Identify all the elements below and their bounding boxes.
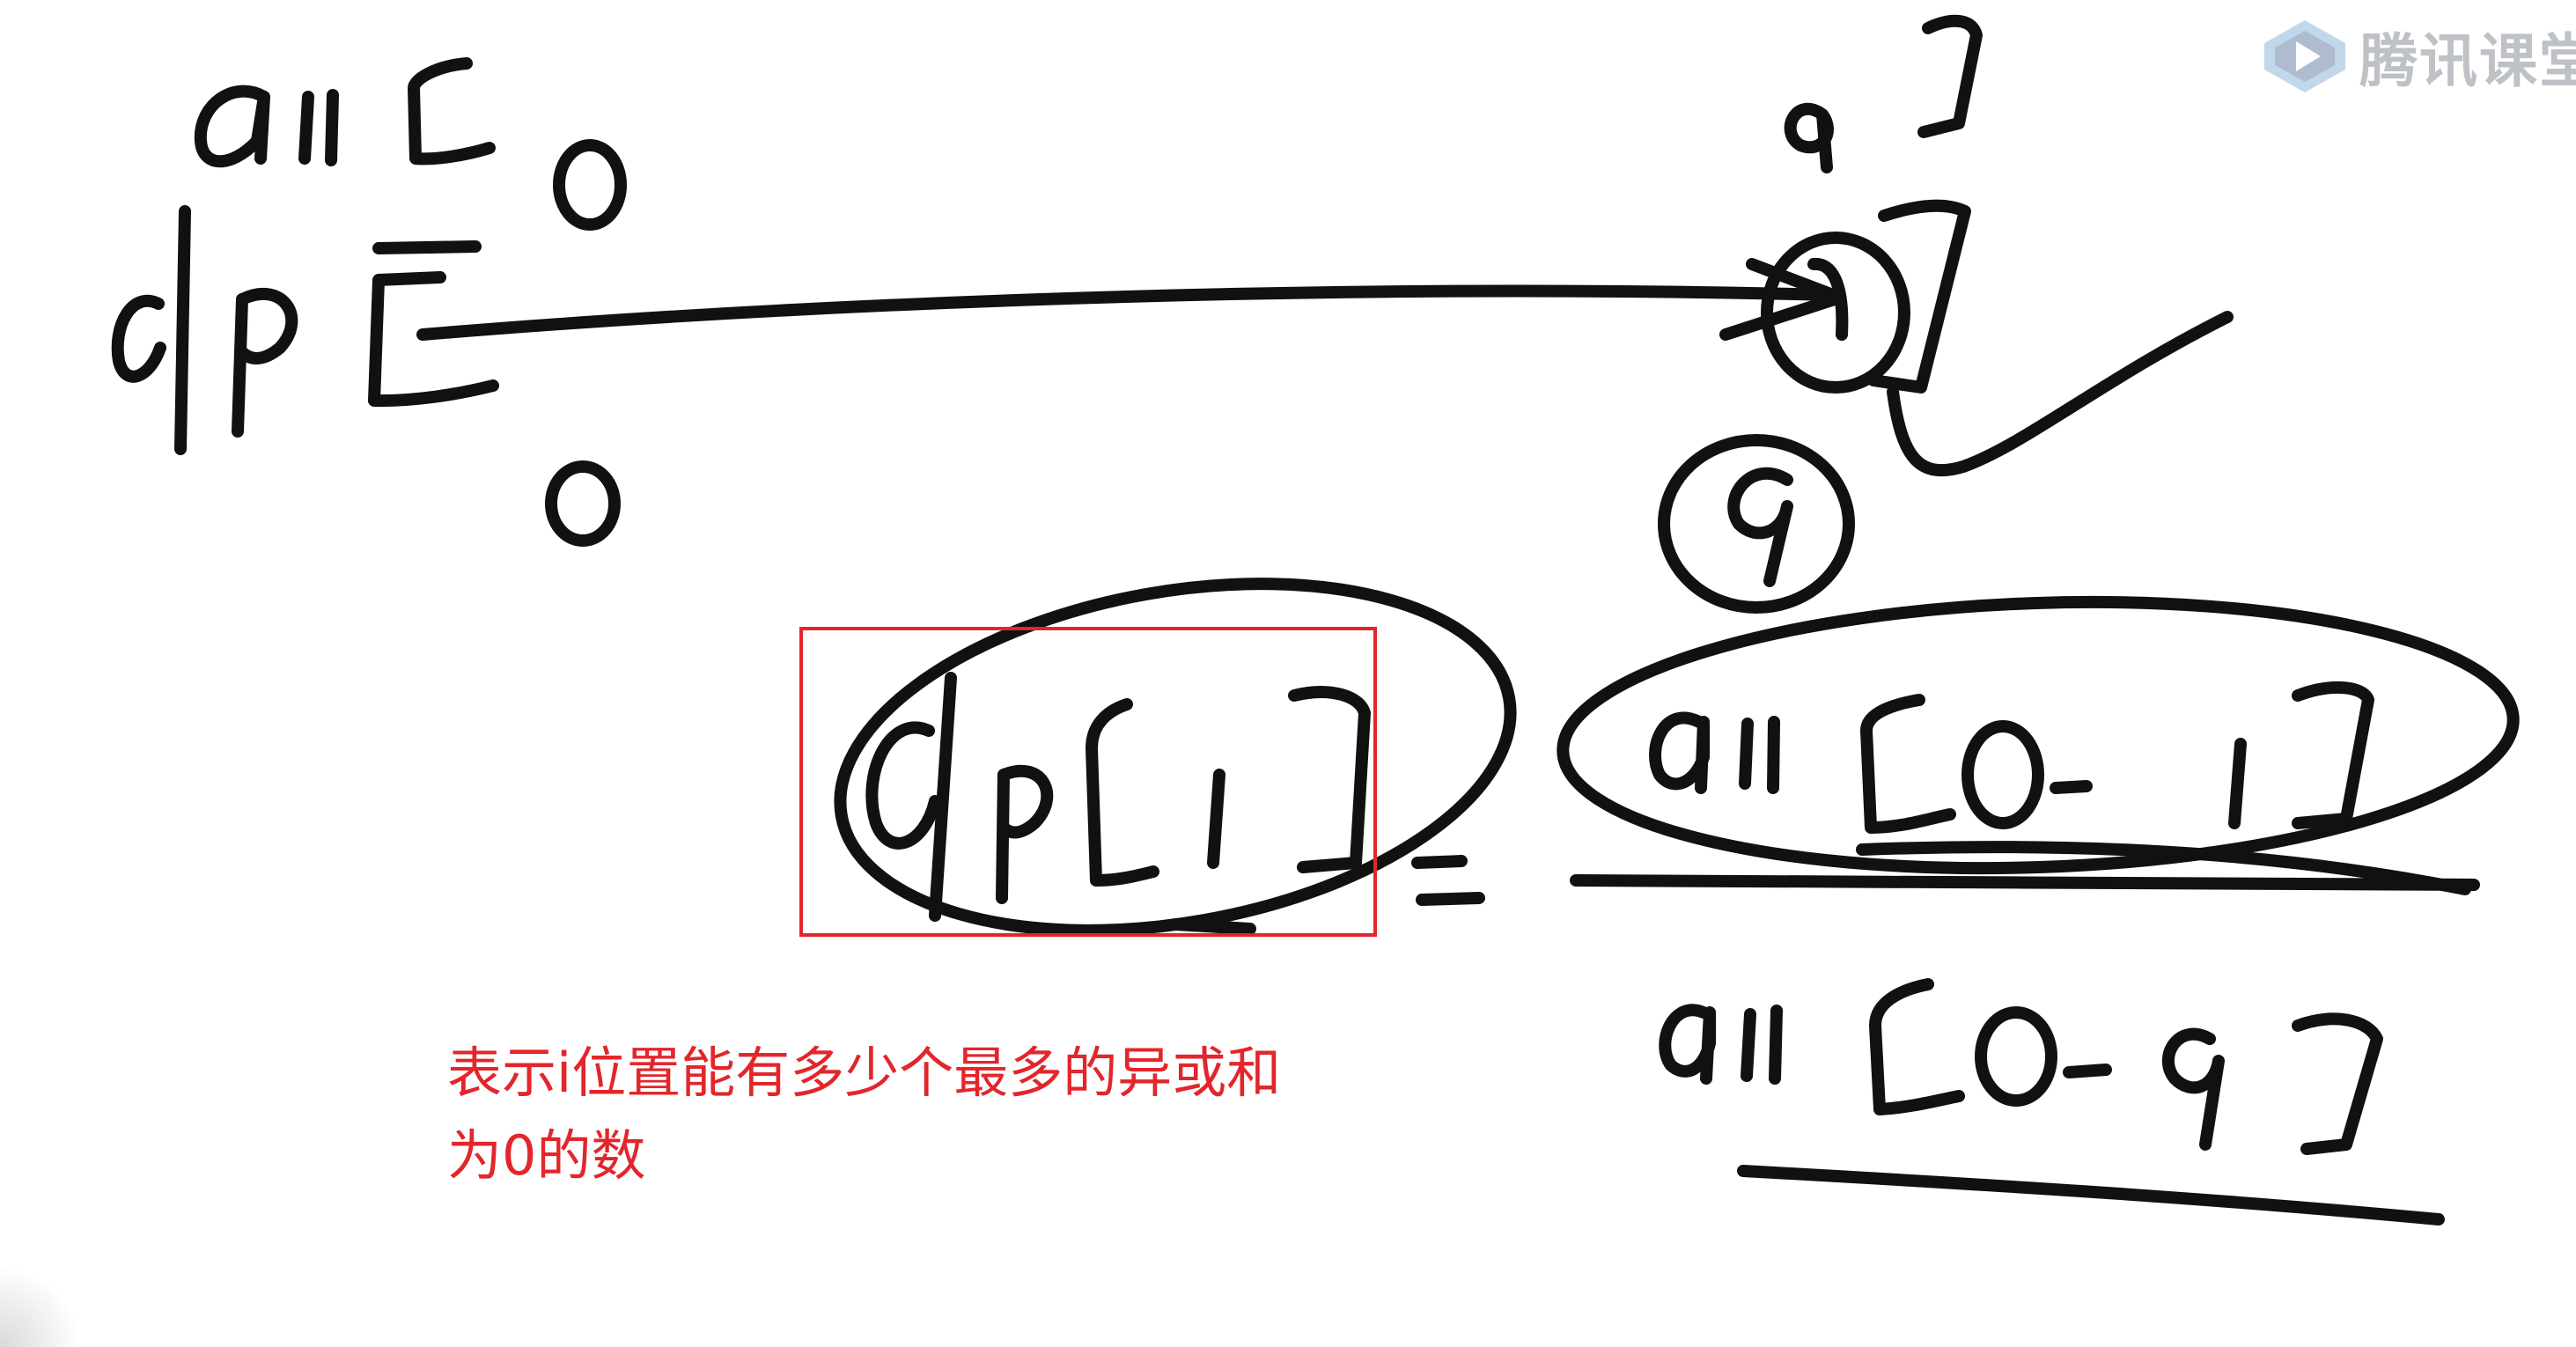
tencent-classroom-watermark: 腾讯课堂: [2263, 14, 2576, 99]
handwriting-arr-0-to-9: [1659, 978, 2445, 1226]
watermark-label: 腾讯课堂: [2359, 27, 2576, 95]
handwriting-circled-one: [1761, 199, 2234, 477]
arrow-dp-to-target: [416, 258, 1846, 341]
handwriting-dp-left: [111, 205, 499, 455]
dp-i-highlight-box: [799, 627, 1377, 937]
handwriting-zero-lower: [545, 460, 621, 547]
annotation-line-2: 为0的数: [447, 1123, 646, 1188]
handwriting-dp-i: [834, 578, 1517, 937]
dp-definition-annotation: 表示i位置能有多少个最多的异或和 为0的数: [447, 1032, 1504, 1197]
tencent-classroom-play-icon: [2264, 20, 2345, 92]
handwriting-arr-0-to-i: [1557, 595, 2520, 895]
handwriting-zero-top: [553, 139, 627, 231]
handwriting-arr-top: [194, 57, 496, 168]
annotation-line-1: 表示i位置能有多少个最多的异或和: [447, 1041, 1282, 1105]
handwriting-nine-bracket-top: [1784, 14, 1983, 173]
handwriting-circled-nine: [1658, 434, 1855, 614]
corner-shadow: [0, 1268, 79, 1347]
